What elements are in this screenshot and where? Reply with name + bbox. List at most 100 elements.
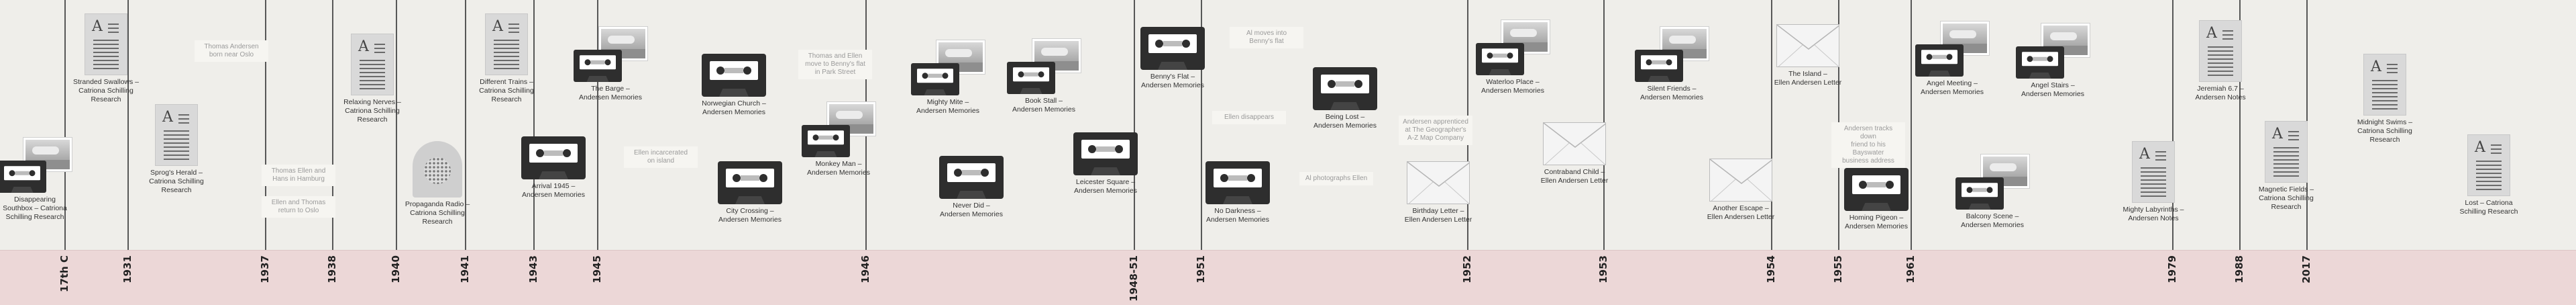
entry-caption: Propaganda Radio – Catriona Schilling Re…	[405, 200, 470, 226]
year-label[interactable]: 1940	[390, 255, 402, 284]
timeline-entry[interactable]: Being Lost – Andersen Memories	[1305, 67, 1385, 130]
document-icon: A	[2199, 20, 2242, 82]
year-label[interactable]: 1953	[1597, 255, 1609, 284]
timeline-entry[interactable]: Birthday Letter – Ellen Andersen Letter	[1398, 161, 1479, 224]
year-line	[396, 0, 397, 250]
tape-photo-icon	[1955, 155, 2029, 210]
tape-photo-icon	[1007, 39, 1081, 94]
timeline-entry[interactable]: Balcony Scene – Andersen Memories	[1952, 155, 2033, 230]
timeline-entry[interactable]: Leicester Square – Andersen Memories	[1065, 132, 1146, 195]
tape-photo-icon	[574, 27, 647, 82]
year-label[interactable]: 1955	[1832, 255, 1844, 284]
year-label[interactable]: 1988	[2233, 255, 2245, 284]
year-label[interactable]: 1952	[1461, 255, 1473, 284]
cassette-tape-icon	[1007, 62, 1055, 94]
timeline-entry[interactable]: Never Did – Andersen Memories	[931, 156, 1012, 219]
timeline-entry[interactable]: Silent Friends – Andersen Memories	[1631, 27, 1712, 102]
year-label[interactable]: 1961	[1904, 255, 1917, 284]
cassette-tape-icon	[1073, 132, 1138, 175]
year-line	[465, 0, 466, 250]
entry-caption: Birthday Letter – Ellen Andersen Letter	[1404, 207, 1472, 224]
timeline-entry[interactable]: Another Escape – Ellen Andersen Letter	[1701, 159, 1781, 222]
year-line	[1771, 0, 1772, 250]
cassette-tape-icon	[1476, 43, 1524, 75]
year-label[interactable]: 1946	[859, 255, 871, 284]
entry-caption: Relaxing Nerves – Catriona Schilling Res…	[343, 98, 401, 124]
year-label[interactable]: 2017	[2300, 255, 2312, 284]
entry-caption: Arrival 1945 – Andersen Memories	[522, 182, 585, 199]
entry-caption: Silent Friends – Andersen Memories	[1640, 85, 1703, 101]
timeline-entry[interactable]: Contraband Child – Ellen Andersen Letter	[1534, 122, 1615, 185]
event-note: Ellen incarcerated on island	[624, 146, 698, 168]
cassette-tape-icon	[702, 54, 766, 97]
year-label[interactable]: 1954	[1765, 255, 1777, 284]
timeline-entry[interactable]: A Different Trains – Catriona Schilling R…	[466, 13, 547, 104]
entry-caption: Never Did – Andersen Memories	[940, 202, 1003, 218]
entry-caption: Disappearing Southbox – Catriona Schilli…	[3, 195, 67, 221]
timeline-entry[interactable]: City Crossing – Andersen Memories	[710, 161, 790, 224]
timeline-entry[interactable]: Mighty Mite – Andersen Memories	[908, 40, 988, 116]
entry-caption: Sprog's Herald – Catriona Schilling Rese…	[149, 169, 204, 194]
event-note: Ellen disappears	[1212, 111, 1286, 124]
cassette-tape-icon	[2016, 46, 2064, 79]
timeline-entry[interactable]: Benny's Flat – Andersen Memories	[1132, 27, 1213, 90]
year-label[interactable]: 1931	[121, 255, 133, 284]
timeline-entry[interactable]: Angel Meeting – Andersen Memories	[1912, 21, 1992, 97]
year-label[interactable]: 1951	[1195, 255, 1207, 284]
tape-photo-icon	[911, 40, 985, 95]
year-label[interactable]: 1948-51	[1128, 255, 1140, 302]
document-icon: A	[2467, 134, 2510, 196]
timeline-entry[interactable]: Homing Pigeon – Andersen Memories	[1836, 168, 1917, 231]
year-label[interactable]: 17th C	[58, 255, 70, 292]
year-label[interactable]: 1938	[326, 255, 338, 284]
timeline-entry[interactable]: Norwegian Church – Andersen Memories	[694, 54, 774, 117]
entry-caption: Norwegian Church – Andersen Memories	[702, 99, 766, 116]
timeline-entry[interactable]: The Island – Ellen Andersen Letter	[1768, 24, 1848, 87]
timeline-entry[interactable]: Book Stall – Andersen Memories	[1004, 39, 1084, 114]
timeline-entry[interactable]: Propaganda Radio – Catriona Schilling Re…	[397, 141, 478, 226]
event-note: Thomas Ellen and Hans in Hamburg	[262, 165, 335, 186]
year-label[interactable]: 1945	[591, 255, 603, 284]
document-icon: A	[2363, 54, 2406, 116]
cassette-tape-icon	[1205, 161, 1270, 204]
year-label[interactable]: 1979	[2166, 255, 2178, 284]
timeline-entry[interactable]: Disappearing Southbox – Catriona Schilli…	[0, 138, 75, 222]
timeline-entry[interactable]: No Darkness – Andersen Memories	[1197, 161, 1278, 224]
year-label[interactable]: 1941	[459, 255, 471, 284]
event-note: Thomas Andersen born near Oslo	[195, 40, 268, 62]
entry-caption: Book Stall – Andersen Memories	[1012, 97, 1075, 114]
year-line	[1201, 0, 1202, 250]
year-line	[2239, 0, 2241, 250]
entry-caption: Different Trains – Catriona Schilling Re…	[479, 78, 534, 103]
year-line	[265, 0, 266, 250]
timeline-entry[interactable]: Angel Stairs – Andersen Memories	[2012, 24, 2093, 99]
entry-caption: Benny's Flat – Andersen Memories	[1141, 73, 1204, 89]
timeline-entry[interactable]: The Barge – Andersen Memories	[570, 27, 651, 102]
entry-caption: Angel Meeting – Andersen Memories	[1921, 79, 1984, 96]
year-label[interactable]: 1943	[527, 255, 539, 284]
timeline-entry[interactable]: Waterloo Place – Andersen Memories	[1472, 20, 1553, 95]
event-note: Thomas and Ellen move to Benny's flat in…	[798, 50, 872, 79]
year-line	[64, 0, 66, 250]
cassette-tape-icon	[1955, 177, 2004, 210]
timeline-entry[interactable]: Arrival 1945 – Andersen Memories	[513, 136, 594, 200]
tape-photo-icon	[802, 102, 875, 157]
year-label[interactable]: 1937	[259, 255, 271, 284]
envelope-icon	[1407, 161, 1470, 204]
entry-caption: Leicester Square – Andersen Memories	[1074, 178, 1137, 195]
timeline-entry[interactable]: Monkey Man – Andersen Memories	[798, 102, 879, 177]
entry-caption: The Barge – Andersen Memories	[579, 85, 642, 101]
entry-caption: No Darkness – Andersen Memories	[1206, 207, 1269, 224]
document-icon: A	[485, 13, 528, 75]
entry-caption: Angel Stairs – Andersen Memories	[2021, 81, 2084, 98]
photo-icon	[827, 102, 875, 136]
